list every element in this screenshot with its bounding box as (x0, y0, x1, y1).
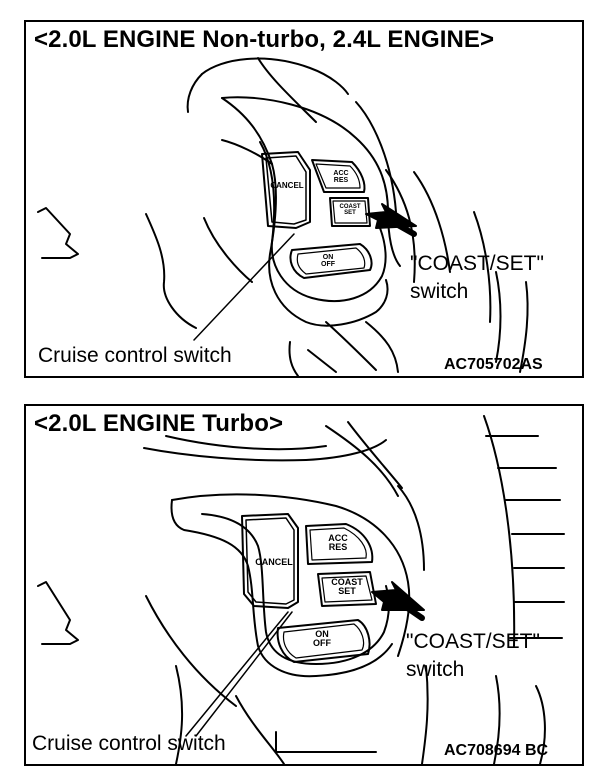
diagram-panel-turbo: <2.0L ENGINE Turbo> CANCEL ACC RES COAST… (24, 404, 584, 766)
panel-title: <2.0L ENGINE Non-turbo, 2.4L ENGINE> (34, 26, 495, 53)
off-label: OFF (321, 261, 335, 269)
on-off-button-label: ON OFF (304, 629, 340, 649)
coast-set-callout-line2: switch (406, 658, 465, 681)
res-label: RES (333, 177, 349, 185)
acc-label: ACC (333, 170, 349, 177)
set-label: SET (344, 210, 356, 217)
coast-set-callout-line1: "COAST/SET" (406, 630, 540, 653)
steering-wheel-illustration (37, 415, 565, 764)
off-label: OFF (313, 638, 331, 649)
coast-set-button-label: COAST SET (334, 204, 366, 217)
panel-title: <2.0L ENGINE Turbo> (34, 410, 284, 437)
coast-set-callout-line2: switch (410, 280, 469, 303)
coast-set-button-label: COAST SET (326, 577, 368, 597)
steering-wheel-illustration (37, 57, 529, 376)
cruise-control-callout: Cruise control switch (38, 344, 232, 367)
set-label: SET (338, 586, 356, 597)
coast-label: COAST (339, 204, 361, 210)
coast-set-callout: "COAST/SET" switch (406, 628, 540, 684)
acc-res-button-label: ACC RES (318, 533, 358, 553)
res-label: RES (328, 542, 348, 553)
figure-code: AC708694 BC (444, 742, 549, 759)
cancel-button-label: CANCEL (270, 181, 304, 190)
acc-res-button-label: ACC RES (326, 170, 356, 185)
acc-label: ACC (328, 533, 348, 543)
on-label: ON (322, 254, 334, 261)
coast-set-callout-line1: "COAST/SET" (410, 252, 544, 275)
coast-label: COAST (331, 577, 363, 587)
cancel-button-label: CANCEL (255, 557, 293, 567)
figure-code: AC705702AS (444, 356, 543, 373)
diagram-panel-non-turbo: <2.0L ENGINE Non-turbo, 2.4L ENGINE> CAN… (24, 20, 584, 378)
on-label: ON (315, 629, 329, 639)
cruise-control-callout: Cruise control switch (32, 732, 226, 755)
coast-set-callout: "COAST/SET" switch (410, 250, 544, 306)
on-off-button-label: ON OFF (312, 254, 344, 269)
